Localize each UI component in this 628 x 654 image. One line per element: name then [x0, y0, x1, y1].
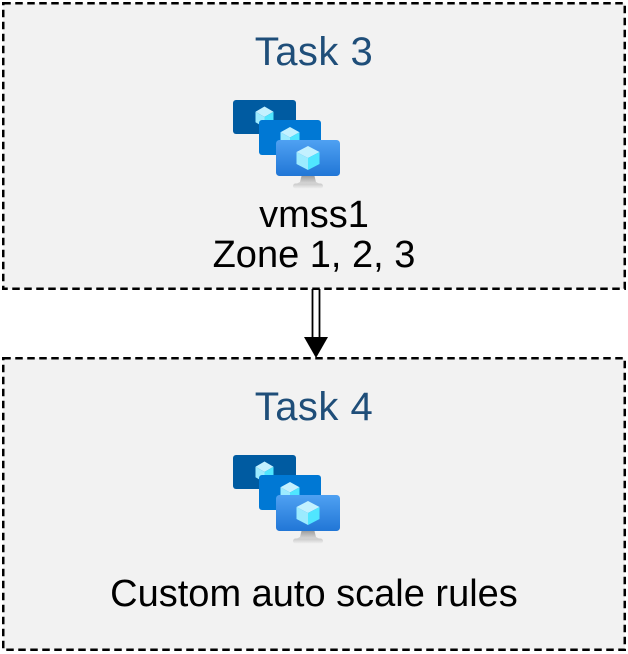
caption-line-vmss1: vmss1: [259, 194, 369, 236]
task4-box: Task 4 Custom auto scale rules: [2, 357, 626, 651]
arrowhead: [304, 337, 328, 358]
task3-box: Task 3 vmss1 Zone 1, 2, 3: [2, 2, 626, 290]
task3-title: Task 3: [254, 30, 374, 74]
task4-caption: Custom auto scale rules: [2, 574, 626, 614]
task3-caption: vmss1 Zone 1, 2, 3: [2, 195, 626, 275]
task4-title: Task 4: [254, 385, 374, 429]
vm-scale-sets-icon: [232, 451, 340, 547]
caption-line-autoscale: Custom auto scale rules: [110, 573, 518, 615]
caption-line-zones: Zone 1, 2, 3: [212, 234, 416, 276]
down-arrow: [304, 289, 328, 358]
vm-scale-sets-icon: [232, 96, 340, 192]
